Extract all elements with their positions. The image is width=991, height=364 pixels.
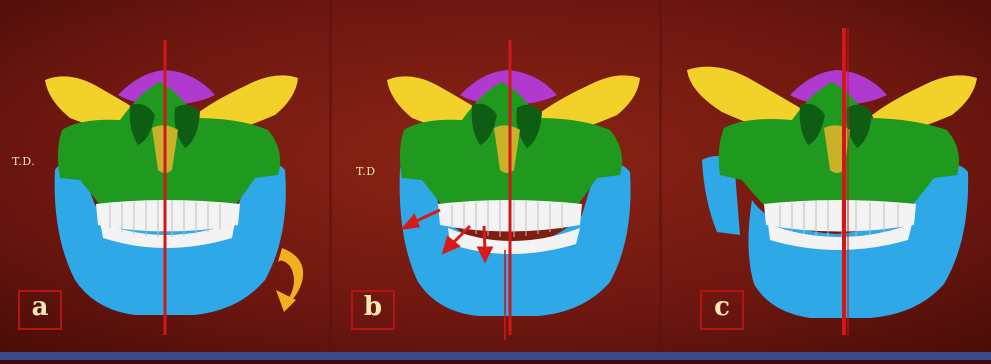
upper-teeth: [96, 200, 240, 232]
panel-a-label: a: [19, 292, 61, 322]
panel-c-label: c: [701, 292, 743, 322]
panel-b-td-label: T.D: [356, 165, 376, 178]
bottom-border: [0, 352, 991, 360]
panel-divider-1: [329, 0, 332, 352]
upper-teeth: [764, 200, 916, 232]
panel-divider-2: [659, 0, 662, 352]
panel-a-td-label: T.D.: [12, 155, 35, 168]
panel-b-label: b: [352, 292, 394, 322]
